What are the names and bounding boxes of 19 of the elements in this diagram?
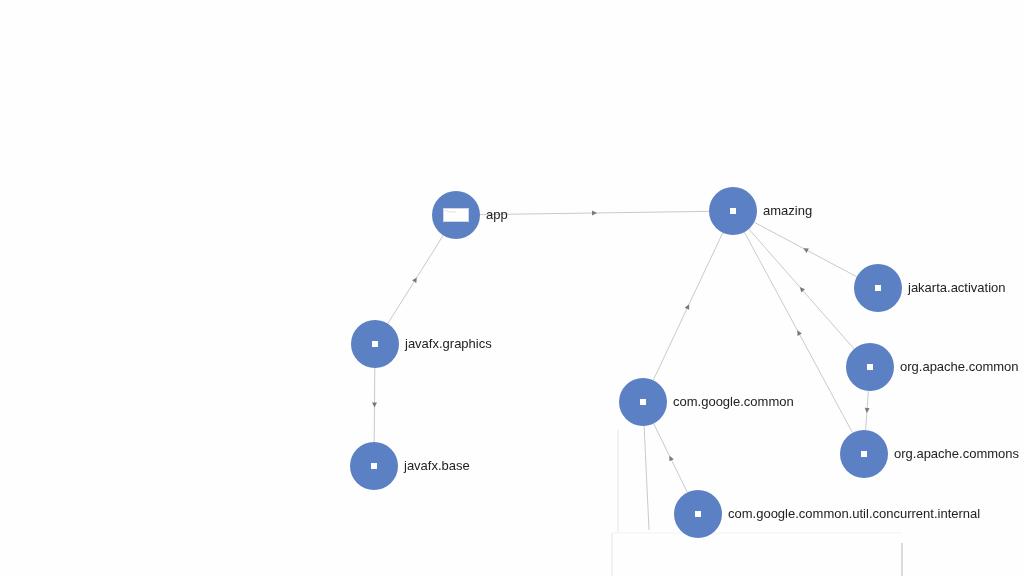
- arrow: [653, 423, 688, 493]
- connector-line: [643, 425, 650, 531]
- node-label: javafx.graphics: [405, 336, 492, 352]
- arrow: [479, 210, 710, 216]
- arrow: [748, 228, 855, 350]
- arrow: [743, 231, 854, 434]
- node-label: javafx.base: [404, 458, 470, 474]
- arrow: [387, 234, 444, 325]
- arrow: [372, 367, 377, 443]
- node-label: org.apache.common: [900, 359, 1019, 375]
- node-label: jakarta.activation: [908, 280, 1006, 296]
- arrow: [864, 390, 870, 431]
- node-label: org.apache.commons: [894, 446, 1019, 462]
- arrow: [652, 232, 724, 381]
- arrow: [753, 221, 858, 278]
- node-label: com.google.common.util.concurrent.internal: [728, 506, 981, 522]
- node-label: amazing: [763, 203, 813, 219]
- node-label: com.google.common: [673, 394, 794, 410]
- node-label: app: [486, 207, 508, 223]
